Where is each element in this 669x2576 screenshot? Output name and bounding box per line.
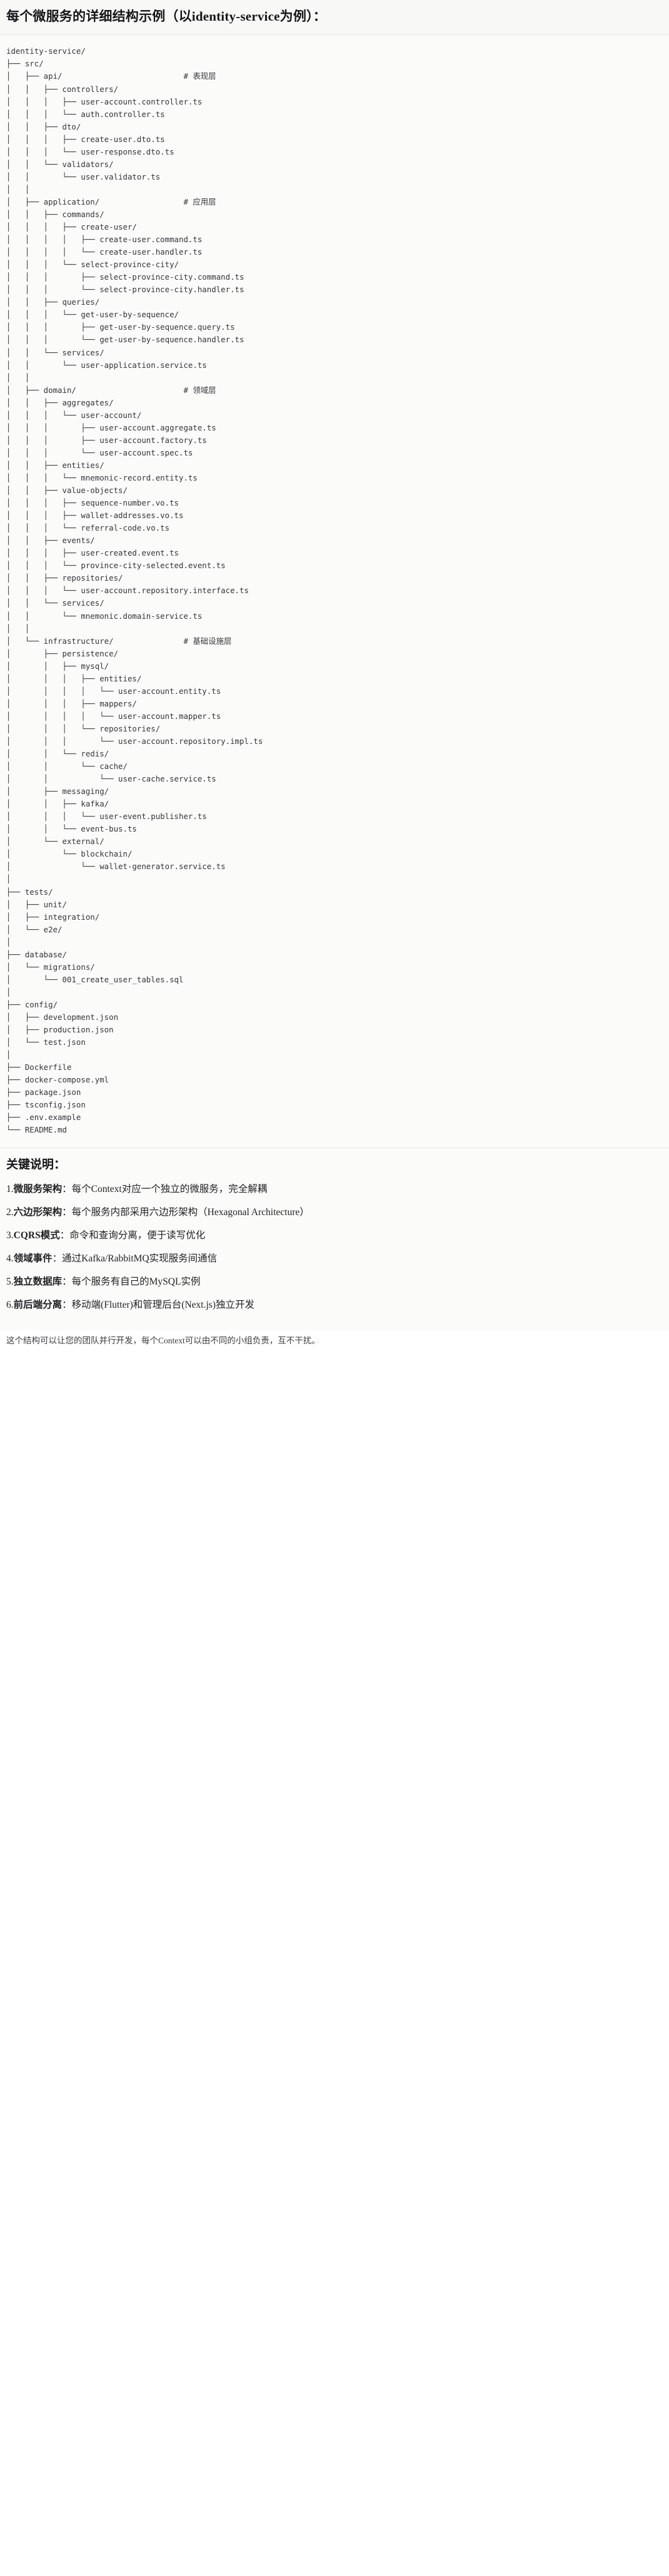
- note-item: 3.CQRS模式：命令和查询分离，便于读写优化: [6, 1228, 663, 1243]
- footer-note: 这个结构可以让您的团队并行开发，每个Context可以由不同的小组负责，互不干扰…: [0, 1331, 669, 1358]
- key-notes-heading: 关键说明：: [6, 1158, 66, 1172]
- page-title: 每个微服务的详细结构示例（以identity-service为例）：: [6, 9, 326, 24]
- note-lead: 领域事件: [13, 1253, 53, 1265]
- note-number: 6.: [6, 1300, 14, 1311]
- note-item: 1.微服务架构：每个Context对应一个独立的微服务，完全解耦: [6, 1182, 663, 1197]
- directory-tree-block: identity-service/ ├── src/ │ ├── api/ # …: [0, 35, 669, 1149]
- directory-tree: identity-service/ ├── src/ │ ├── api/ # …: [6, 46, 263, 1135]
- key-notes-section: 关键说明： 1.微服务架构：每个Context对应一个独立的微服务，完全解耦 2…: [0, 1148, 669, 1331]
- note-lead: 前后端分离: [13, 1300, 63, 1311]
- note-body: ：每个服务有自己的MySQL实例: [62, 1276, 201, 1288]
- note-number: 4.: [6, 1253, 14, 1265]
- note-number: 5.: [6, 1276, 14, 1288]
- note-item: 2.六边形架构：每个服务内部采用六边形架构（Hexagonal Architec…: [6, 1205, 663, 1220]
- note-lead: 微服务架构: [13, 1184, 63, 1195]
- note-item: 5.独立数据库：每个服务有自己的MySQL实例: [6, 1275, 663, 1290]
- note-number: 3.: [6, 1230, 14, 1241]
- note-body: ：每个Context对应一个独立的微服务，完全解耦: [62, 1184, 268, 1195]
- note-item: 4.领域事件：通过Kafka/RabbitMQ实现服务间通信: [6, 1251, 663, 1266]
- note-body: ：移动端(Flutter)和管理后台(Next.js)独立开发: [62, 1300, 254, 1311]
- note-number: 1.: [6, 1184, 14, 1195]
- note-lead: CQRS模式: [13, 1230, 60, 1241]
- note-lead: 独立数据库: [13, 1276, 63, 1288]
- note-body: ：命令和查询分离，便于读写优化: [59, 1230, 206, 1241]
- note-item: 6.前后端分离：移动端(Flutter)和管理后台(Next.js)独立开发: [6, 1298, 663, 1313]
- note-number: 2.: [6, 1207, 14, 1218]
- page-root: 每个微服务的详细结构示例（以identity-service为例）： ident…: [0, 0, 669, 1358]
- note-body: ：每个服务内部采用六边形架构（Hexagonal Architecture）: [62, 1207, 309, 1218]
- note-body: ：通过Kafka/RabbitMQ实现服务间通信: [52, 1253, 218, 1265]
- note-lead: 六边形架构: [13, 1207, 63, 1218]
- title-band: 每个微服务的详细结构示例（以identity-service为例）：: [0, 0, 669, 36]
